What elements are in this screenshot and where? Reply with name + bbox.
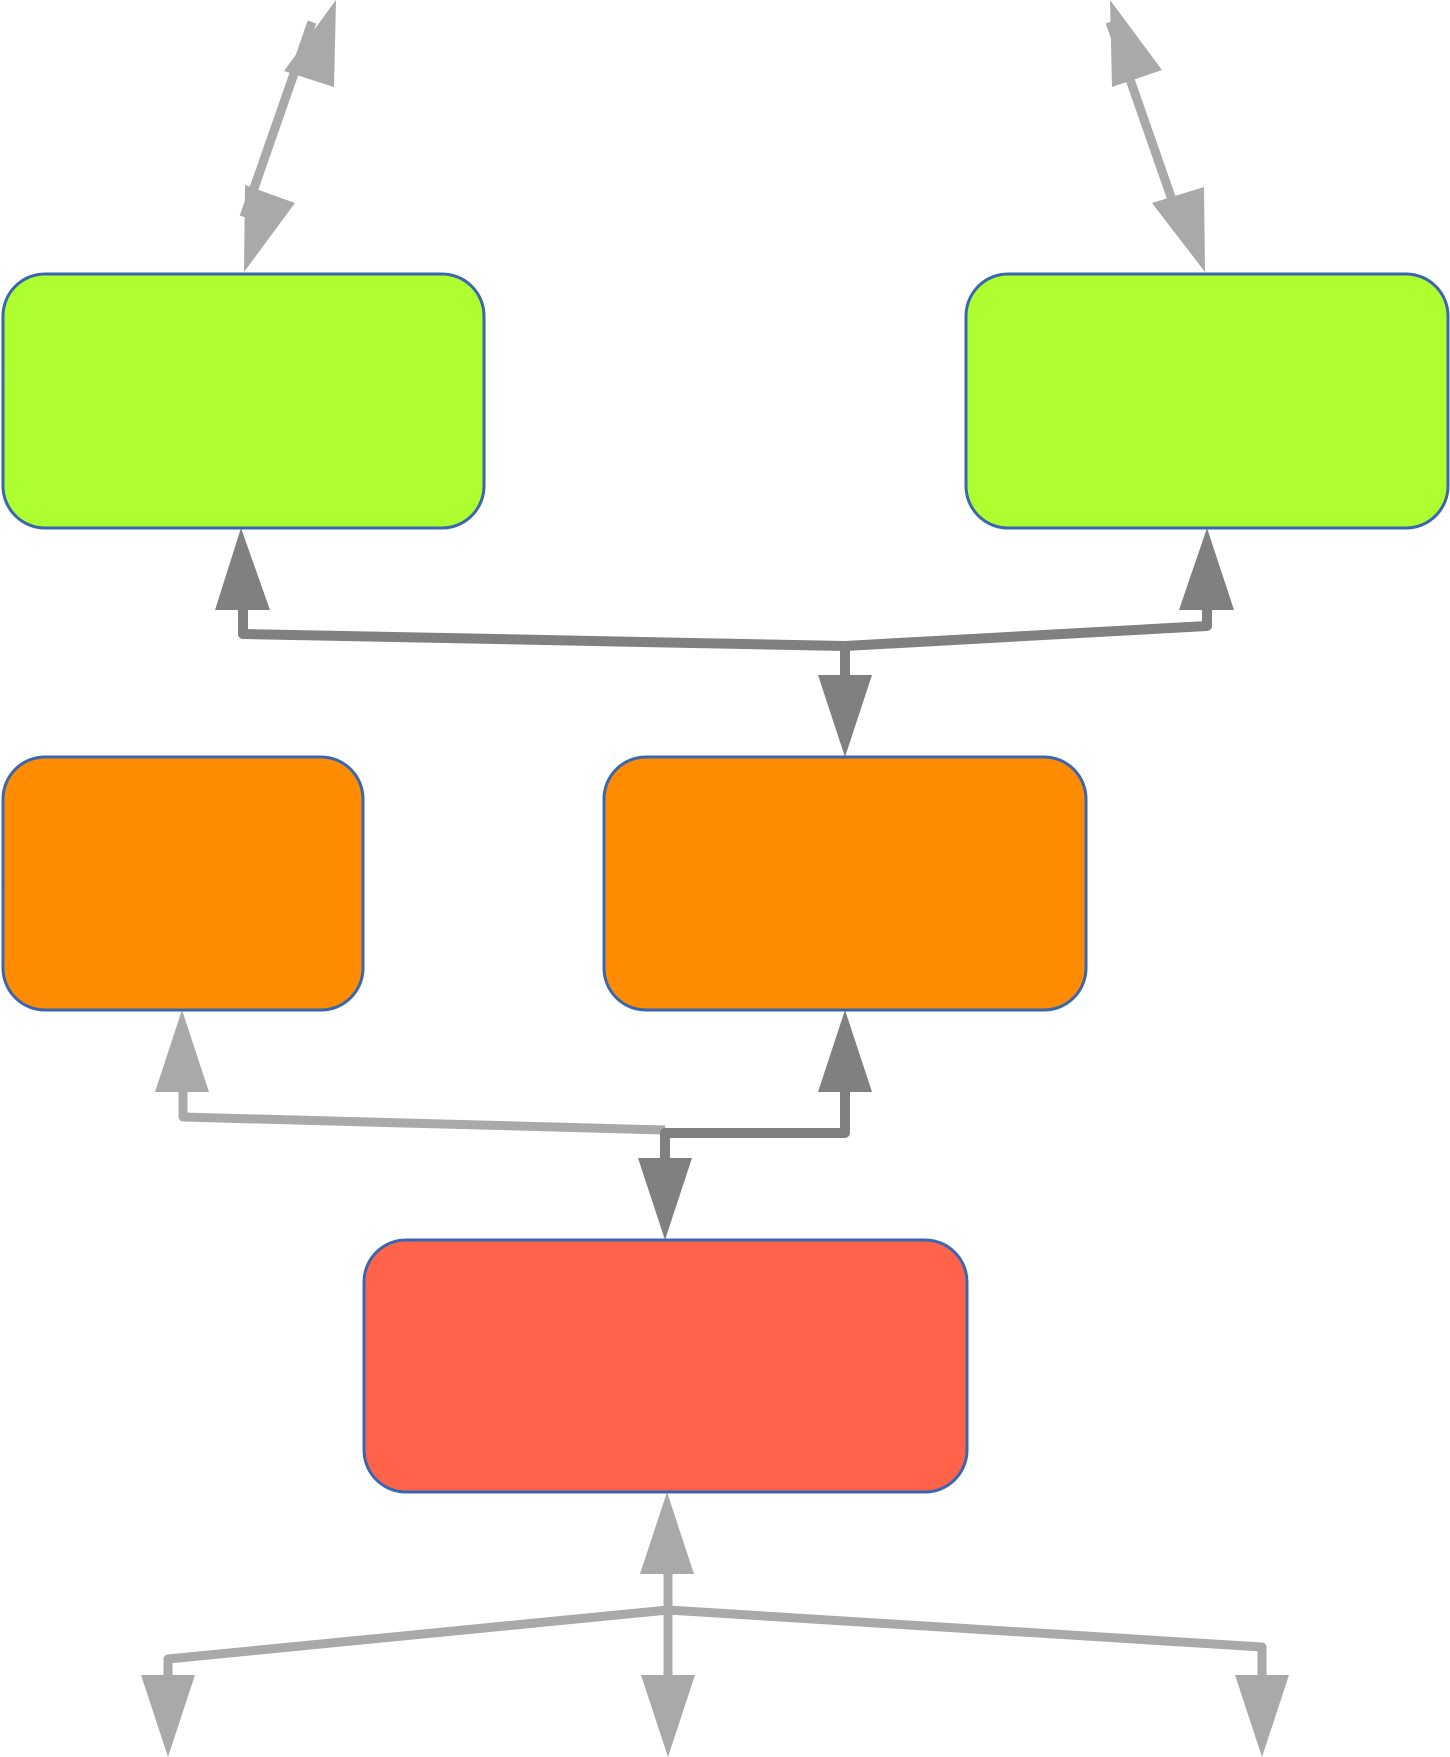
arrowhead-down <box>638 1158 692 1240</box>
node-bottom[interactable] <box>362 1238 969 1494</box>
edge-line <box>178 1091 666 1135</box>
edge-top-left-up <box>239 0 336 272</box>
arrowhead-down <box>818 675 872 757</box>
arrowhead-up <box>640 1492 694 1574</box>
node-top-left[interactable] <box>1 272 486 530</box>
edge-top-right-up <box>1105 0 1205 272</box>
node-box <box>362 1238 969 1494</box>
arrowhead-down <box>641 1675 695 1757</box>
arrowhead-up <box>155 1010 209 1092</box>
node-box <box>964 272 1450 530</box>
arrowhead-down <box>141 1675 195 1757</box>
arrowhead-down <box>244 185 295 272</box>
edge-line <box>238 609 1212 651</box>
arrowhead-up <box>818 1010 872 1092</box>
edge-bottom-to-middle-center <box>638 1010 872 1240</box>
node-box <box>1 755 365 1012</box>
node-middle-center[interactable] <box>602 755 1088 1012</box>
edge-middle-center-to-tops <box>215 528 1234 757</box>
node-box <box>1 272 486 530</box>
edge-bottom-down-fan <box>141 1492 1289 1757</box>
arrowhead-up <box>1179 528 1234 610</box>
arrowhead-down <box>1235 1675 1289 1757</box>
edge-bottom-to-middle-left <box>155 1010 666 1135</box>
node-top-right[interactable] <box>964 272 1450 530</box>
arrowhead-down <box>1152 187 1205 272</box>
node-middle-left[interactable] <box>1 755 365 1012</box>
edge-line <box>163 1605 1267 1675</box>
arrowhead-up <box>215 528 270 610</box>
arrowhead-up <box>284 0 336 87</box>
arrowhead-up <box>1110 0 1162 87</box>
edge-line <box>660 1091 850 1160</box>
node-box <box>602 755 1088 1012</box>
